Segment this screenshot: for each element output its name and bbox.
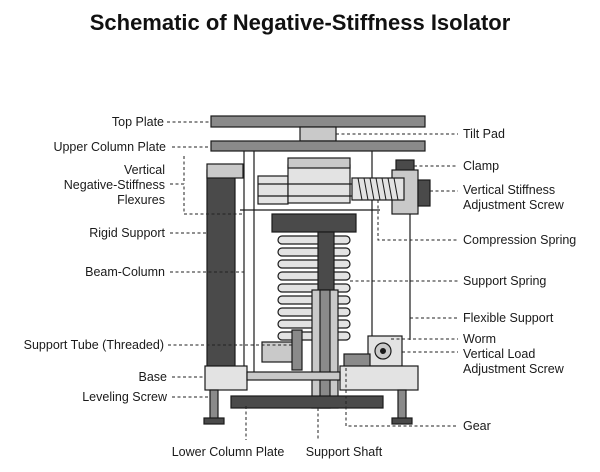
leader-lines	[167, 121, 458, 440]
leveling-screw-right-foot	[391, 417, 413, 425]
label-flexures-line3: Flexures	[117, 193, 165, 207]
label-flexible-support: Flexible Support	[463, 311, 554, 325]
label-load-screw-line2: Adjustment Screw	[463, 362, 565, 376]
base-right	[339, 365, 419, 391]
label-compression-spring: Compression Spring	[463, 233, 576, 247]
support-shaft-core	[319, 289, 331, 409]
label-base: Base	[139, 370, 168, 384]
upper-column-plate	[210, 140, 426, 152]
label-lower-column-plate: Lower Column Plate	[172, 445, 285, 459]
base-center	[246, 371, 341, 381]
label-support-spring: Support Spring	[463, 274, 546, 288]
label-flexures-line1: Vertical	[124, 163, 165, 177]
label-clamp: Clamp	[463, 159, 499, 173]
lower-column-plate	[230, 395, 384, 409]
support-tube-inner	[291, 329, 303, 371]
base-left	[204, 365, 248, 391]
worm-center	[380, 348, 386, 354]
top-plate	[210, 115, 426, 128]
flexure-cap	[287, 157, 351, 169]
adjustment-knob	[417, 179, 431, 207]
label-gear: Gear	[463, 419, 491, 433]
label-top-plate: Top Plate	[112, 115, 164, 129]
label-upper-column-plate: Upper Column Plate	[53, 140, 166, 154]
tilt-pad	[299, 126, 337, 142]
isolator-mechanism	[203, 115, 431, 425]
rigid-support-cap	[206, 163, 244, 179]
label-stiffness-screw-line2: Adjustment Screw	[463, 198, 565, 212]
label-support-shaft: Support Shaft	[306, 445, 383, 459]
left-labels: Top Plate Upper Column Plate Vertical Ne…	[24, 115, 168, 404]
label-stiffness-screw-line1: Vertical Stiffness	[463, 183, 555, 197]
compression-spring-cap	[271, 213, 357, 233]
flexure-block-left	[257, 175, 289, 205]
diagram-title: Schematic of Negative-Stiffness Isolator	[90, 10, 511, 35]
adjustment-screw-threads	[357, 177, 399, 201]
bottom-labels: Lower Column Plate Support Shaft	[172, 445, 383, 459]
label-rigid-support: Rigid Support	[89, 226, 165, 240]
label-tilt-pad: Tilt Pad	[463, 127, 505, 141]
label-flexures-line2: Negative-Stiffness	[64, 178, 165, 192]
label-beam-column: Beam-Column	[85, 265, 165, 279]
label-load-screw-line1: Vertical Load	[463, 347, 535, 361]
label-support-tube: Support Tube (Threaded)	[24, 338, 164, 352]
leveling-screw-right	[397, 389, 407, 423]
right-labels: Tilt Pad Clamp Vertical Stiffness Adjust…	[463, 127, 576, 433]
label-worm: Worm	[463, 332, 496, 346]
leveling-screw-left-foot	[203, 417, 225, 425]
rigid-support	[206, 169, 236, 367]
leveling-screw-left	[209, 389, 219, 423]
label-leveling-screw: Leveling Screw	[82, 390, 168, 404]
